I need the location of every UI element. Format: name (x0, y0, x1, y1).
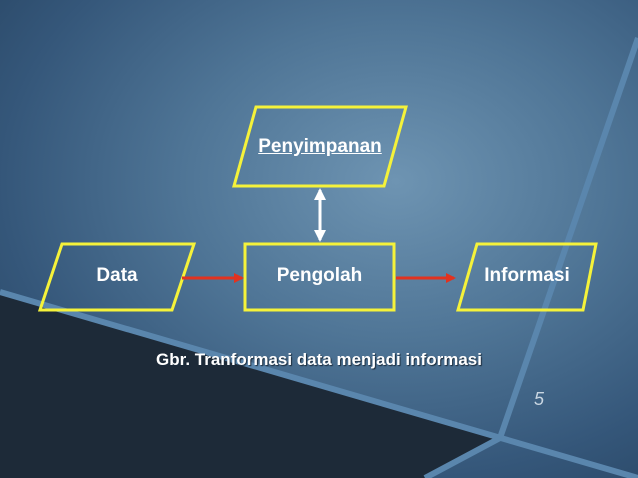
page-number: 5 (534, 389, 545, 409)
dark-corner-shape (0, 292, 500, 478)
output-label: Informasi (484, 265, 570, 286)
input-label: Data (96, 265, 138, 286)
input-box (37, 242, 197, 312)
diagonal-band-right (497, 37, 638, 439)
output-box (456, 242, 598, 312)
process-label: Pengolah (276, 265, 363, 286)
storage-box (232, 105, 408, 188)
storage-label: Penyimpanan (258, 136, 382, 157)
process-box (243, 242, 396, 312)
diagonal-band-lower (0, 289, 638, 478)
diagram-caption: Gbr. Tranformasi data menjadi informasi (156, 350, 482, 369)
diagonal-band-bottom (423, 435, 502, 478)
